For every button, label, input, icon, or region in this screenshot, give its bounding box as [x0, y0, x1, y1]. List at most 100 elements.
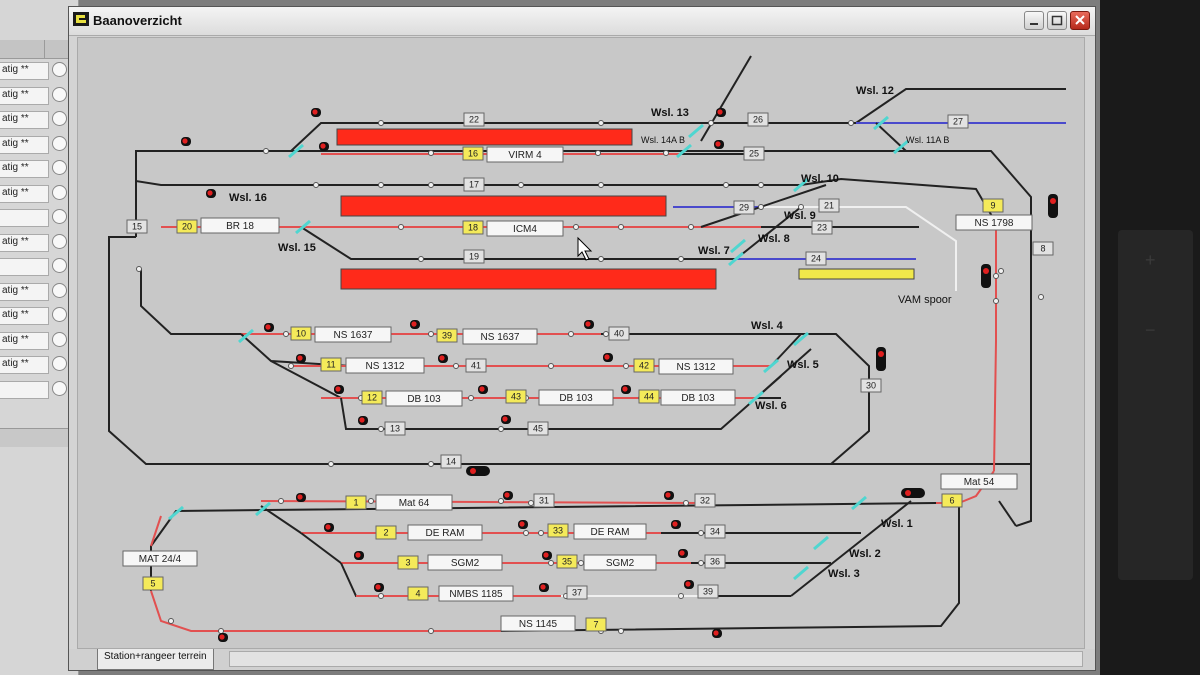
- background-row-radio[interactable]: [52, 233, 67, 249]
- train-label[interactable]: DB 103: [385, 390, 463, 407]
- switch-point[interactable]: [168, 505, 184, 521]
- block-number-label[interactable]: 16: [462, 146, 484, 161]
- train-label[interactable]: BR 18: [200, 217, 280, 234]
- track-number-label[interactable]: 24: [805, 251, 827, 266]
- track-number-label[interactable]: 9: [982, 198, 1004, 213]
- track-number-label[interactable]: 7: [585, 617, 607, 632]
- train-label[interactable]: VIRM 4: [486, 146, 564, 163]
- background-row-radio[interactable]: [52, 307, 67, 322]
- block-number-label[interactable]: 3: [397, 555, 419, 570]
- maximize-button[interactable]: [1047, 11, 1067, 30]
- train-label[interactable]: ICM4: [486, 220, 564, 237]
- train-label[interactable]: DB 103: [660, 389, 736, 406]
- train-label[interactable]: NS 1637: [462, 328, 538, 345]
- block-number-label[interactable]: 44: [638, 389, 660, 404]
- track-number-label[interactable]: 30: [860, 378, 882, 393]
- track-segment[interactable]: [150, 590, 501, 632]
- background-row-radio[interactable]: [52, 111, 67, 126]
- track-segment[interactable]: [290, 122, 801, 152]
- track-segment[interactable]: [601, 333, 870, 465]
- background-row-radio[interactable]: [52, 356, 67, 371]
- background-row-radio[interactable]: [52, 258, 67, 273]
- train-label[interactable]: NMBS 1185: [438, 585, 514, 602]
- train-label[interactable]: DE RAM: [573, 523, 647, 540]
- track-segment[interactable]: [998, 500, 1017, 527]
- track-number-label[interactable]: 23: [811, 220, 833, 235]
- train-label[interactable]: NS 1312: [658, 358, 734, 375]
- train-label[interactable]: DE RAM: [407, 524, 483, 541]
- track-number-label[interactable]: 39: [697, 584, 719, 599]
- track-segment[interactable]: [135, 150, 1032, 527]
- switch-point[interactable]: [676, 143, 692, 159]
- switch-point[interactable]: [813, 535, 829, 551]
- track-number-label[interactable]: 32: [694, 493, 716, 508]
- track-segment[interactable]: [801, 88, 1066, 124]
- signal-icon[interactable]: [981, 264, 991, 288]
- switch-point[interactable]: [793, 331, 809, 347]
- track-number-label[interactable]: 37: [566, 585, 588, 600]
- block-number-label[interactable]: 10: [290, 326, 312, 341]
- block-number-label[interactable]: 2: [375, 525, 397, 540]
- signal-icon[interactable]: [466, 466, 490, 476]
- track-number-label[interactable]: 36: [704, 554, 726, 569]
- tab-station-yard[interactable]: Station+rangeer terrein: [97, 649, 214, 670]
- switch-point[interactable]: [238, 328, 254, 344]
- track-segment[interactable]: [700, 55, 752, 142]
- track-number-label[interactable]: 34: [704, 524, 726, 539]
- train-label[interactable]: Mat 54: [940, 473, 1018, 490]
- track-number-label[interactable]: 17: [463, 177, 485, 192]
- track-segment[interactable]: [150, 502, 937, 591]
- train-label[interactable]: MAT 24/4: [122, 550, 198, 567]
- switch-point[interactable]: [793, 177, 809, 193]
- track-number-label[interactable]: 29: [733, 200, 755, 215]
- background-row-radio[interactable]: [52, 62, 67, 77]
- switch-point[interactable]: [728, 251, 744, 267]
- switch-point[interactable]: [793, 565, 809, 581]
- background-row-radio[interactable]: [52, 184, 67, 200]
- switch-point[interactable]: [893, 139, 909, 155]
- background-row-radio[interactable]: [52, 209, 67, 224]
- track-segment[interactable]: [500, 503, 960, 632]
- close-button[interactable]: [1070, 11, 1090, 30]
- block-number-label[interactable]: 33: [547, 523, 569, 538]
- block-number-label[interactable]: 35: [556, 554, 578, 569]
- switch-point[interactable]: [763, 358, 779, 374]
- block-number-label[interactable]: 20: [176, 219, 198, 234]
- block-number-label[interactable]: 11: [320, 357, 342, 372]
- track-number-label[interactable]: 25: [743, 146, 765, 161]
- train-label[interactable]: NS 1312: [345, 357, 425, 374]
- switch-point[interactable]: [688, 123, 704, 139]
- switch-point[interactable]: [255, 501, 271, 517]
- switch-point[interactable]: [730, 238, 746, 254]
- track-number-label[interactable]: 45: [527, 421, 549, 436]
- switch-point[interactable]: [873, 115, 889, 131]
- block-number-label[interactable]: 6: [941, 493, 963, 508]
- switch-point[interactable]: [295, 219, 311, 235]
- train-label[interactable]: Mat 64: [375, 494, 453, 511]
- track-segment[interactable]: [993, 223, 997, 472]
- track-number-label[interactable]: 27: [947, 114, 969, 129]
- track-number-label[interactable]: 19: [463, 249, 485, 264]
- train-label[interactable]: NS 1798: [955, 214, 1033, 231]
- track-number-label[interactable]: 31: [533, 493, 555, 508]
- track-number-label[interactable]: 13: [384, 421, 406, 436]
- train-label[interactable]: NS 1637: [314, 326, 392, 343]
- track-number-label[interactable]: 5: [142, 576, 164, 591]
- signal-icon[interactable]: [901, 488, 925, 498]
- track-number-label[interactable]: 14: [440, 454, 462, 469]
- minimize-button[interactable]: [1024, 11, 1044, 30]
- background-row-radio[interactable]: [52, 160, 67, 175]
- train-label[interactable]: NS 1145: [500, 615, 576, 632]
- train-label[interactable]: SGM2: [583, 554, 657, 571]
- train-label[interactable]: DB 103: [538, 389, 614, 406]
- block-number-label[interactable]: 18: [462, 220, 484, 235]
- track-number-label[interactable]: 21: [818, 198, 840, 213]
- switch-point[interactable]: [288, 143, 304, 159]
- track-segment[interactable]: [150, 515, 162, 547]
- block-number-label[interactable]: 39: [436, 328, 458, 343]
- track-segment[interactable]: [135, 179, 801, 237]
- block-number-label[interactable]: 43: [505, 389, 527, 404]
- track-segment[interactable]: [735, 206, 802, 260]
